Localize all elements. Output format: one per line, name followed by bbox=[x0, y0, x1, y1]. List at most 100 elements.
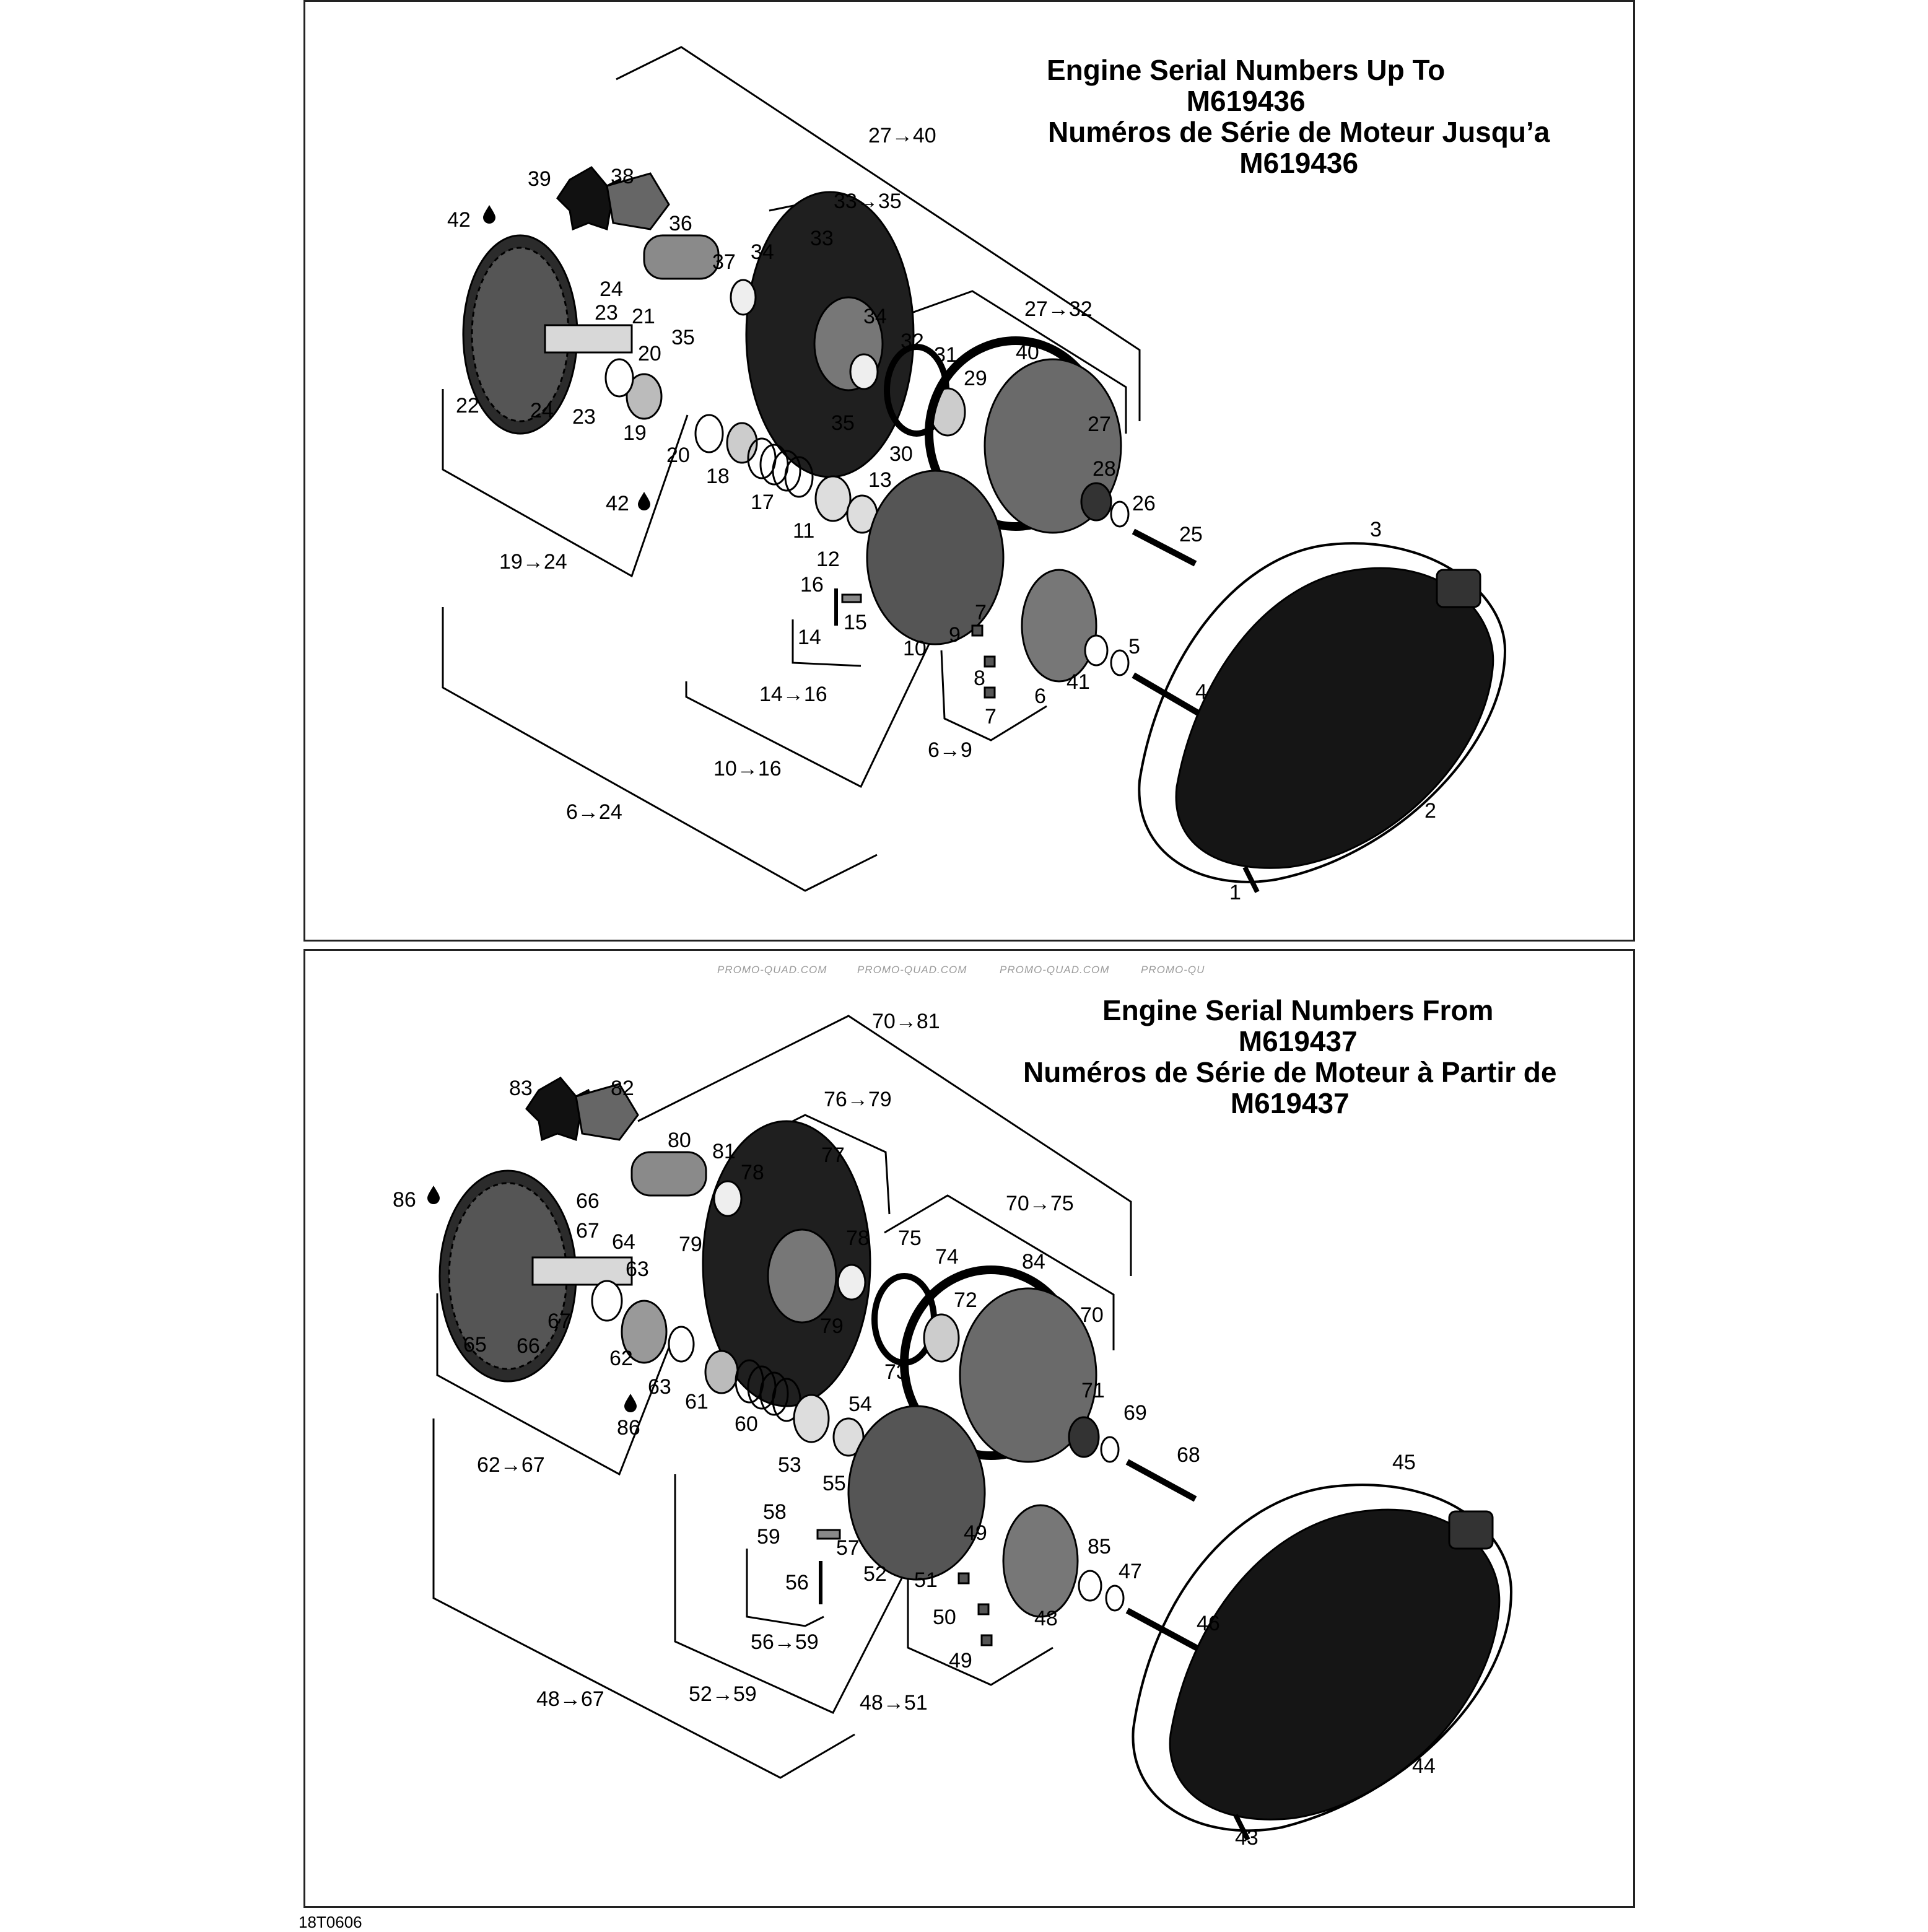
callout-label: 82 bbox=[611, 1077, 634, 1100]
top-title-french: Numéros de Série de Moteur Jusqu’a M6194… bbox=[1048, 116, 1550, 178]
callout-label: 34 bbox=[863, 305, 887, 328]
watermark: PROMO-QU bbox=[1141, 964, 1205, 976]
bottom-group-brackets bbox=[432, 1015, 1132, 1779]
group-label: 48→67 bbox=[536, 1687, 604, 1711]
top-title-line: M619436 bbox=[1239, 147, 1359, 179]
callout-label: 86 bbox=[617, 1416, 640, 1440]
callout-label: 50 bbox=[933, 1606, 956, 1629]
callout-label: 15 bbox=[844, 611, 867, 634]
callout-label: 79 bbox=[679, 1233, 702, 1256]
callout-label: 55 bbox=[822, 1472, 846, 1495]
callout-label: 62 bbox=[609, 1347, 633, 1370]
callout-label: 84 bbox=[1022, 1250, 1045, 1274]
callout-label: 67 bbox=[576, 1219, 600, 1243]
callout-label: 85 bbox=[1088, 1535, 1111, 1558]
watermark: PROMO-QUAD.COM bbox=[1000, 964, 1110, 976]
callout-label: 36 bbox=[669, 212, 692, 235]
callout-label: 35 bbox=[671, 326, 695, 349]
group-label: 6→24 bbox=[566, 800, 622, 824]
callout-label: 20 bbox=[666, 444, 690, 467]
callout-label: 7 bbox=[985, 705, 997, 728]
callout-label: 20 bbox=[638, 342, 661, 365]
callout-label: 71 bbox=[1081, 1379, 1105, 1402]
top-parts bbox=[462, 166, 1507, 893]
group-label: 70→75 bbox=[1006, 1192, 1074, 1215]
callout-label: 66 bbox=[576, 1189, 600, 1213]
callout-label: 64 bbox=[612, 1230, 635, 1254]
bottom-title-line: M619437 bbox=[1238, 1025, 1358, 1057]
watermark: PROMO-QUAD.COM bbox=[717, 964, 827, 976]
bottom-title-line: Numéros de Série de Moteur à Partir de bbox=[1023, 1056, 1557, 1088]
callout-label: 22 bbox=[456, 394, 479, 417]
callout-label: 19 bbox=[623, 421, 647, 445]
callout-label: 53 bbox=[778, 1453, 801, 1477]
callout-label: 46 bbox=[1197, 1612, 1220, 1635]
callout-label: 69 bbox=[1123, 1401, 1147, 1425]
group-label: 76→79 bbox=[824, 1088, 892, 1111]
group-label: 62→67 bbox=[477, 1453, 545, 1477]
callout-label: 21 bbox=[632, 305, 655, 328]
top-title-line: Engine Serial Numbers Up To bbox=[1047, 54, 1446, 86]
top-title-line: M619436 bbox=[1186, 85, 1306, 117]
callout-label: 49 bbox=[949, 1649, 972, 1672]
callout-label: 73 bbox=[884, 1360, 908, 1384]
callout-label: 13 bbox=[868, 468, 892, 492]
callout-label: 63 bbox=[648, 1375, 671, 1399]
callout-label: 63 bbox=[626, 1257, 649, 1281]
callout-label: 49 bbox=[964, 1521, 987, 1545]
callout-label: 11 bbox=[793, 519, 814, 543]
group-label: 52→59 bbox=[689, 1682, 757, 1706]
callout-label: 47 bbox=[1119, 1560, 1142, 1583]
callout-label: 70 bbox=[1080, 1303, 1104, 1327]
callout-label: 86 bbox=[393, 1188, 416, 1212]
callout-label: 10 bbox=[903, 637, 927, 660]
callout-label: 81 bbox=[712, 1140, 736, 1163]
callout-label: 59 bbox=[757, 1525, 780, 1549]
bottom-title: Engine Serial Numbers From M619437 bbox=[1102, 995, 1493, 1057]
bottom-title-line: M619437 bbox=[1230, 1087, 1350, 1119]
callout-label: 79 bbox=[820, 1314, 844, 1338]
group-label: 48→51 bbox=[860, 1691, 928, 1715]
callout-label: 60 bbox=[735, 1412, 758, 1436]
callout-label: 78 bbox=[846, 1226, 870, 1250]
callout-label: 75 bbox=[898, 1226, 922, 1250]
oil-drop-icon bbox=[624, 1394, 637, 1412]
bottom-group-labels: 70→81 76→79 70→75 62→67 56→59 52→59 48→5… bbox=[477, 1010, 1074, 1715]
callout-label: 30 bbox=[889, 442, 913, 466]
callout-label: 61 bbox=[685, 1390, 709, 1414]
oil-drop-icon bbox=[427, 1186, 440, 1204]
callout-label: 7 bbox=[975, 601, 987, 624]
callout-label: 8 bbox=[974, 667, 985, 690]
callout-label: 52 bbox=[863, 1562, 887, 1586]
oil-drop-icon bbox=[483, 205, 495, 224]
callout-label: 58 bbox=[763, 1500, 787, 1524]
callout-label: 41 bbox=[1067, 670, 1090, 694]
callout-label: 78 bbox=[741, 1161, 764, 1184]
callout-label: 34 bbox=[751, 240, 774, 264]
callout-label: 77 bbox=[821, 1143, 845, 1167]
callout-label: 44 bbox=[1412, 1754, 1436, 1778]
callout-label: 57 bbox=[836, 1536, 860, 1560]
callout-label: 28 bbox=[1093, 457, 1116, 481]
oil-drop-icon bbox=[638, 492, 650, 510]
callout-label: 72 bbox=[954, 1288, 977, 1312]
callout-label: 2 bbox=[1424, 799, 1436, 823]
top-group-labels: 27→40 33→35 27→32 19→24 14→16 10→16 6→9 … bbox=[499, 124, 1093, 824]
callout-label: 45 bbox=[1392, 1451, 1416, 1474]
callout-label: 6 bbox=[1034, 684, 1046, 708]
callout-label: 26 bbox=[1132, 492, 1156, 515]
watermark: PROMO-QUAD.COM bbox=[857, 964, 967, 976]
callout-label: 39 bbox=[528, 167, 551, 191]
callout-label: 68 bbox=[1177, 1443, 1200, 1467]
group-label: 19→24 bbox=[499, 550, 567, 574]
group-label: 10→16 bbox=[713, 757, 782, 780]
callout-label: 74 bbox=[935, 1245, 959, 1269]
callout-label: 56 bbox=[785, 1571, 809, 1594]
bottom-title-line: Engine Serial Numbers From bbox=[1102, 994, 1494, 1026]
group-label: 70→81 bbox=[872, 1010, 940, 1033]
callout-label: 27 bbox=[1088, 413, 1111, 436]
callout-label: 35 bbox=[831, 411, 855, 435]
callout-label: 29 bbox=[964, 367, 987, 390]
callout-label: 33 bbox=[810, 227, 834, 250]
